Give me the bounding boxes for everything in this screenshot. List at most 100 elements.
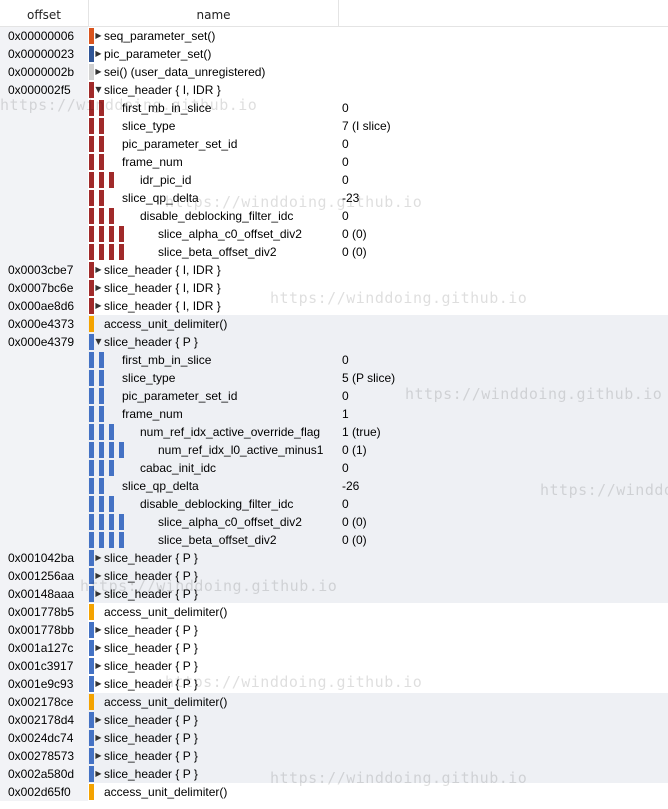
expand-arrow-icon[interactable]: ▶	[95, 589, 102, 598]
offset-cell	[0, 693, 88, 711]
expand-arrow-icon[interactable]: ▶	[95, 49, 102, 58]
expand-arrow-icon[interactable]: ▶	[95, 67, 102, 76]
node-label: access_unit_delimiter()	[104, 785, 228, 799]
tree-node[interactable]: 0x002a580d▶slice_header { P }	[0, 765, 668, 783]
expand-arrow-icon[interactable]: ▶	[95, 265, 102, 274]
node-label: slice_header { P }	[104, 767, 198, 781]
tree-node[interactable]: 0x0003cbe7▶slice_header { I, IDR }	[0, 261, 668, 279]
nal-type-color-bar	[89, 370, 94, 386]
offset-cell	[0, 639, 88, 657]
tree-node[interactable]: 0x000e4379▼slice_header { P }	[0, 333, 668, 351]
nal-type-color-bar	[89, 172, 94, 188]
offset-cell	[0, 711, 88, 729]
expand-arrow-icon[interactable]: ▶	[95, 301, 102, 310]
tree-node[interactable]: 0x001c3917▶slice_header { P }	[0, 657, 668, 675]
tree-node[interactable]: 0x00000006▶seq_parameter_set()	[0, 27, 668, 45]
tree-field[interactable]: slice_qp_delta-26	[0, 477, 668, 495]
tree-node[interactable]: 0x001256aa▶slice_header { P }	[0, 567, 668, 585]
offset-value: 0x0003cbe7	[8, 263, 74, 277]
expand-arrow-icon[interactable]: ▶	[95, 571, 102, 580]
tree-node[interactable]: 0x0007bc6e▶slice_header { I, IDR }	[0, 279, 668, 297]
expand-arrow-icon[interactable]: ▶	[95, 625, 102, 634]
collapse-arrow-icon[interactable]: ▼	[95, 85, 102, 94]
offset-value: 0x0000002b	[8, 65, 75, 79]
node-label: slice_header { I, IDR }	[104, 83, 221, 97]
expand-arrow-icon[interactable]: ▶	[95, 715, 102, 724]
tree-node[interactable]: 0x001042ba▶slice_header { P }	[0, 549, 668, 567]
node-label: slice_header { P }	[104, 641, 198, 655]
offset-cell	[0, 513, 88, 531]
tree-node[interactable]: 0x001778bb▶slice_header { P }	[0, 621, 668, 639]
tree-node[interactable]: 0x000ae8d6▶slice_header { I, IDR }	[0, 297, 668, 315]
expand-arrow-icon[interactable]: ▶	[95, 769, 102, 778]
node-label: cabac_init_idc	[140, 461, 217, 475]
nal-type-color-bar	[89, 478, 94, 494]
node-label: access_unit_delimiter()	[104, 695, 228, 709]
expand-arrow-icon[interactable]: ▶	[95, 733, 102, 742]
expand-arrow-icon[interactable]: ▶	[95, 553, 102, 562]
node-label: pic_parameter_set()	[104, 47, 212, 61]
expand-arrow-icon[interactable]: ▶	[95, 661, 102, 670]
offset-value: 0x001042ba	[8, 551, 75, 565]
tree-node[interactable]: 0x0024dc74▶slice_header { P }	[0, 729, 668, 747]
offset-cell	[0, 657, 88, 675]
node-label: slice_header { P }	[104, 587, 198, 601]
offset-cell	[0, 63, 88, 81]
tree-node[interactable]: 0x001e9c93▶slice_header { P }	[0, 675, 668, 693]
expand-arrow-icon[interactable]: ▶	[95, 751, 102, 760]
expand-arrow-icon[interactable]: ▶	[95, 643, 102, 652]
field-value: 0	[342, 155, 349, 169]
tree-node[interactable]: 0x00278573▶slice_header { P }	[0, 747, 668, 765]
field-value: 1	[342, 407, 349, 421]
node-label: disable_deblocking_filter_idc	[140, 497, 294, 511]
offset-cell	[0, 279, 88, 297]
tree-node[interactable]: 0x0000002b▶sei() (user_data_unregistered…	[0, 63, 668, 81]
node-label: num_ref_idx_active_override_flag	[140, 425, 321, 439]
nal-type-color-bar	[89, 262, 94, 278]
offset-value: 0x001256aa	[8, 569, 75, 583]
offset-cell	[0, 171, 88, 189]
nal-type-color-bar	[99, 514, 104, 530]
column-header-offset[interactable]: offset	[0, 0, 89, 26]
expand-arrow-icon[interactable]: ▶	[95, 679, 102, 688]
offset-value: 0x001778b5	[8, 605, 75, 619]
nal-type-color-bar	[99, 136, 104, 152]
tree-node[interactable]: 0x002178d4▶slice_header { P }	[0, 711, 668, 729]
expand-arrow-icon[interactable]: ▶	[95, 283, 102, 292]
tree-field[interactable]: cabac_init_idc 0	[0, 459, 668, 477]
nal-type-color-bar	[89, 532, 94, 548]
nal-type-color-bar	[109, 442, 114, 458]
field-value: 0	[342, 461, 349, 475]
column-header-name[interactable]: name	[89, 0, 339, 26]
tree-node[interactable]: 0x00148aaa▶slice_header { P }	[0, 585, 668, 603]
tree-node[interactable]: 0x000002f5▼slice_header { I, IDR }	[0, 81, 668, 99]
tree-field[interactable]: slice_qp_delta-23	[0, 189, 668, 207]
nal-type-color-bar	[89, 82, 94, 98]
collapse-arrow-icon[interactable]: ▼	[95, 337, 102, 346]
nal-type-color-bar	[89, 100, 94, 116]
expand-arrow-icon[interactable]: ▶	[95, 31, 102, 40]
tree-node[interactable]: 0x001a127c▶slice_header { P }	[0, 639, 668, 657]
tree-node[interactable]: 0x00000023▶pic_parameter_set()	[0, 45, 668, 63]
